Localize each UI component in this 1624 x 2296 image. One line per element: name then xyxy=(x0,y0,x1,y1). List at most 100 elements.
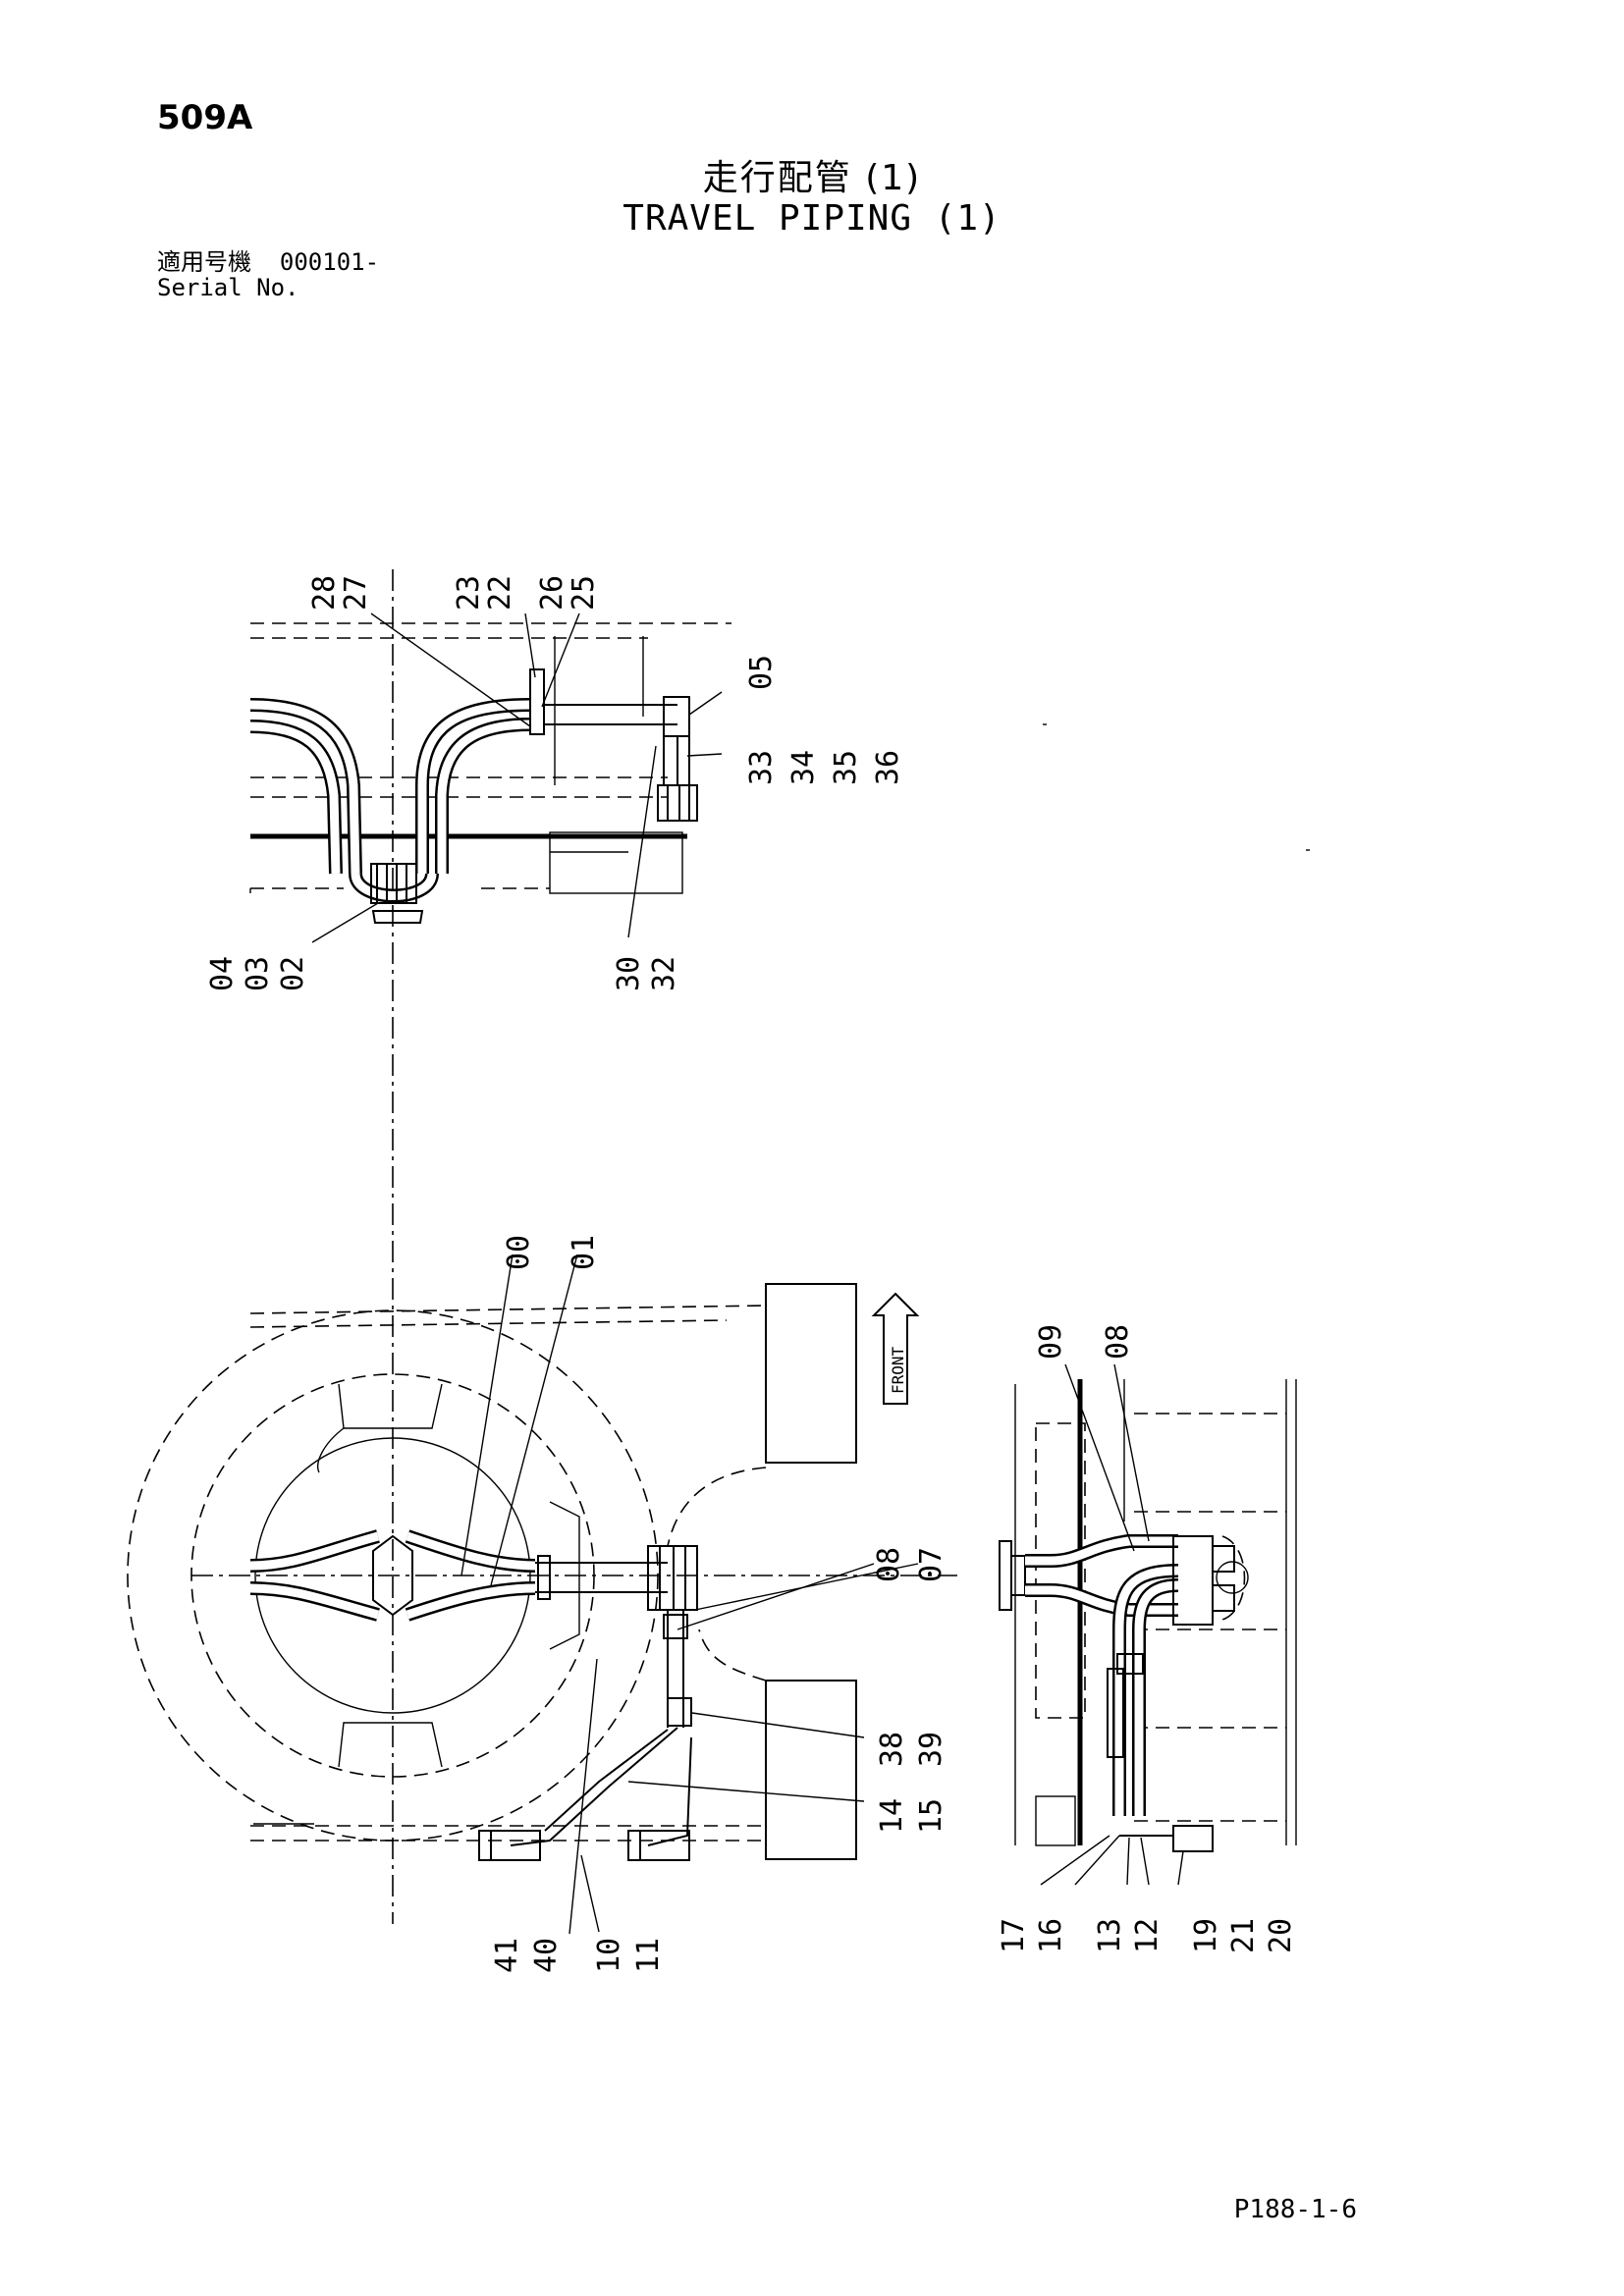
hose-left-inner-inner xyxy=(249,721,341,875)
tee-fitting xyxy=(667,1697,692,1727)
page-id: 509A xyxy=(157,98,253,137)
callout-08: 08 xyxy=(1101,1324,1135,1360)
serial-label-en: Serial No. xyxy=(157,274,299,301)
center-hose-inner xyxy=(406,1531,536,1571)
hose-left-inner xyxy=(249,720,343,875)
port xyxy=(1212,1545,1235,1573)
side-curve xyxy=(698,1629,767,1682)
leader-16 xyxy=(1074,1835,1120,1886)
bracket-block xyxy=(549,831,683,894)
pipe-diagonal xyxy=(510,1727,678,1846)
front-arrow xyxy=(871,1292,920,1405)
frame-line xyxy=(249,1319,728,1328)
callout-14: 14 xyxy=(875,1798,909,1834)
leader-02 xyxy=(311,902,379,943)
leader-19 xyxy=(1177,1850,1184,1886)
side-box xyxy=(1035,1422,1086,1719)
fitting-block xyxy=(1172,1825,1214,1852)
port xyxy=(1212,1584,1235,1612)
side-box-top xyxy=(765,1283,857,1464)
footer-code: P188-1-6 xyxy=(1233,2195,1357,2224)
title-japanese: 走行配管 (1) xyxy=(702,158,922,198)
travel-motor-left xyxy=(478,1830,541,1861)
main-view: FRONT 00 01 08 07 38 39 14 15 41 40 10 1… xyxy=(127,1235,957,1973)
hose-right-outer-inner xyxy=(417,700,531,874)
frame-line xyxy=(249,1305,767,1314)
callout-34: 34 xyxy=(786,750,821,785)
callout-23: 23 xyxy=(452,575,486,611)
callout-02: 02 xyxy=(276,956,310,991)
callout-05: 05 xyxy=(744,655,779,690)
leader-08 xyxy=(677,1563,875,1630)
side-view: 09 08 17 16 13 12 19 21 20 xyxy=(997,1324,1298,1953)
side-hose-down-inner xyxy=(1114,1566,1179,1816)
turntable-circle-inner xyxy=(254,1437,531,1714)
callout-19: 19 xyxy=(1189,1918,1223,1953)
callouts-main: 00 01 08 07 38 39 14 15 41 40 10 11 xyxy=(490,1235,948,1973)
callout-28: 28 xyxy=(307,575,342,611)
pipe-diagonal xyxy=(544,1729,669,1832)
callout-11: 11 xyxy=(631,1938,666,1973)
callout-07: 07 xyxy=(914,1547,948,1582)
center-hose-inner xyxy=(249,1531,380,1571)
callout-22: 22 xyxy=(483,575,517,611)
hose-right-inner-inner xyxy=(437,720,531,874)
callout-20: 20 xyxy=(1264,1918,1298,1953)
leader-14 xyxy=(627,1781,865,1802)
callout-03: 03 xyxy=(241,956,275,991)
side-hose-down-inner xyxy=(1134,1580,1179,1816)
motor-outline xyxy=(1216,1561,1249,1594)
leader-08 xyxy=(1113,1363,1150,1542)
leader-40 xyxy=(568,1658,598,1935)
serial-row-jp: 適用号機 000101- xyxy=(157,249,379,275)
leader-38 xyxy=(691,1712,865,1738)
callout-21: 21 xyxy=(1226,1918,1261,1953)
leader-17 xyxy=(1040,1835,1110,1886)
leader-33 xyxy=(686,753,723,757)
callouts-right: 09 08 17 16 13 12 19 21 20 xyxy=(997,1324,1298,1953)
swivel-fitting xyxy=(370,863,417,904)
leader-05 xyxy=(688,691,723,716)
tee-fitting xyxy=(1116,1653,1144,1675)
front-arrow-label: FRONT xyxy=(889,1346,907,1394)
callout-30: 30 xyxy=(612,956,646,991)
leader-30 xyxy=(627,745,657,938)
side-curve xyxy=(667,1467,767,1547)
callout-25: 25 xyxy=(567,575,601,611)
flange xyxy=(999,1540,1012,1611)
serial-label-jp: 適用号機 xyxy=(157,248,251,276)
callout-39: 39 xyxy=(914,1732,948,1767)
callout-26: 26 xyxy=(535,575,569,611)
motor-curve xyxy=(1221,1535,1246,1621)
title-english: TRAVEL PIPING (1) xyxy=(623,198,1001,239)
center-joint xyxy=(372,1534,413,1617)
hose-left-outer-inner xyxy=(249,700,360,875)
track-link xyxy=(549,1501,580,1650)
callout-35: 35 xyxy=(829,750,863,785)
callout-10: 10 xyxy=(592,1938,626,1973)
side-hose-inner xyxy=(1025,1536,1178,1566)
hose-bottom-bend-inner xyxy=(351,873,437,900)
serial-block: 適用号機 000101- Serial No. xyxy=(157,249,379,300)
callout-04: 04 xyxy=(205,956,240,991)
callouts-top: 28 27 23 22 26 25 05 33 34 35 36 04 03 0… xyxy=(205,575,905,991)
side-box-bottom xyxy=(1035,1795,1076,1846)
callout-27: 27 xyxy=(339,575,373,611)
pipe-diagonal xyxy=(647,1736,692,1846)
swivel-base xyxy=(371,910,424,924)
callout-32: 32 xyxy=(647,956,681,991)
center-hose-inner xyxy=(249,1583,380,1620)
callout-13: 13 xyxy=(1093,1918,1127,1953)
pipe-clamp xyxy=(537,1555,551,1600)
callout-36: 36 xyxy=(871,750,905,785)
elbow-fitting xyxy=(663,696,690,737)
leader-07 xyxy=(694,1563,919,1611)
leader-10 xyxy=(580,1854,600,1933)
leader-12 xyxy=(1140,1837,1150,1886)
travel-motor-right xyxy=(627,1830,690,1861)
top-block xyxy=(529,668,545,735)
track-link xyxy=(338,1383,443,1429)
leader-09 xyxy=(1064,1363,1135,1552)
track-link xyxy=(338,1722,443,1768)
